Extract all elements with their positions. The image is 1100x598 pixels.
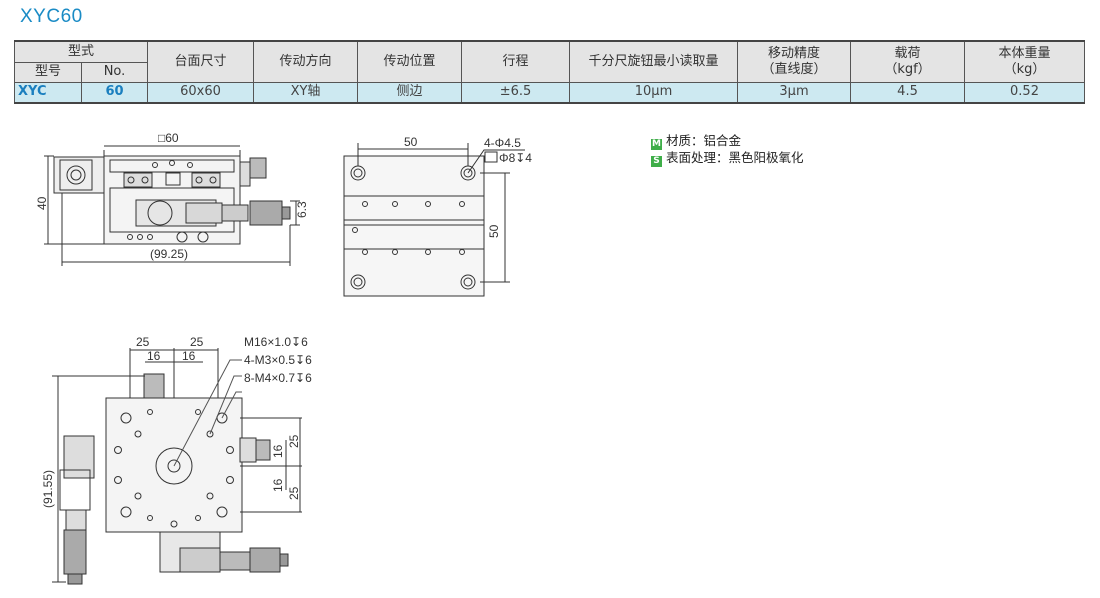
surface-text: 表面处理：黑色阳极氧化 (666, 150, 804, 165)
top-dim-16b: 16 (182, 349, 196, 363)
col-direction-header: 传动方向 (253, 40, 359, 83)
page-title: XYC60 (20, 6, 83, 27)
top-right-25b: 25 (287, 486, 301, 500)
col-weight-header: 本体重量 （kg） (964, 40, 1086, 83)
bottom-view-drawing (343, 143, 525, 297)
cell-stroke: ±6.5 (461, 82, 571, 104)
cell-position: 侧边 (357, 82, 463, 104)
col-size-header: 台面尺寸 (147, 40, 255, 83)
side-offset-dim: 6.3 (295, 201, 309, 218)
side-length-dim: (99.25) (150, 247, 188, 261)
weight-header-line2: （kg） (1003, 62, 1046, 77)
load-header-line1: 载荷 (894, 45, 921, 61)
side-top-dim: □60 (158, 131, 179, 145)
precision-header-line2: （直线度） (761, 62, 827, 77)
no-header: No. (80, 62, 149, 83)
col-load-header: 载荷 （kgf） (850, 40, 966, 83)
spec-table: 型式 台面尺寸 传动方向 传动位置 行程 千分尺旋钮最小读取量 移动精度 （直线… (13, 40, 1086, 104)
cell-precision: 3μm (737, 82, 852, 104)
surface-line: S 表面处理：黑色阳极氧化 (651, 150, 804, 167)
top-overall-dim: (91.55) (41, 470, 55, 508)
side-view-drawing (44, 145, 300, 266)
table-row: XYC 60 60x60 XY轴 侧边 ±6.5 10μm 3μm 4.5 0.… (14, 82, 1086, 104)
cell-weight: 0.52 (964, 82, 1086, 104)
precision-header-line1: 移动精度 (768, 45, 821, 61)
top-right-25a: 25 (287, 434, 301, 448)
cell-size: 60x60 (147, 82, 255, 104)
cell-model: XYC (14, 82, 82, 104)
top-right-16a: 16 (271, 444, 285, 458)
callout-m3: 4-M3×0.5↧6 (244, 353, 312, 367)
type-header: 型式 (13, 40, 149, 63)
bottom-width-dim: 50 (404, 135, 418, 149)
load-header-line2: （kgf） (884, 62, 931, 77)
bottom-height-dim: 50 (487, 224, 501, 238)
bottom-cbore-dim: Φ8↧4 (499, 151, 532, 165)
model-header: 型号 (14, 62, 82, 83)
col-position-header: 传动位置 (357, 40, 463, 83)
weight-header-line1: 本体重量 (998, 45, 1051, 61)
side-height-dim: 40 (35, 196, 49, 210)
top-dim-25a: 25 (136, 335, 150, 349)
col-precision-header: 移动精度 （直线度） (737, 40, 852, 83)
col-stroke-header: 行程 (461, 40, 571, 83)
material-notes: M 材质：铝合金 S 表面处理：黑色阳极氧化 (651, 133, 804, 167)
bottom-hole-dim: 4-Φ4.5 (484, 136, 521, 150)
material-text: 材质：铝合金 (666, 133, 742, 148)
cell-load: 4.5 (850, 82, 966, 104)
s-badge-icon: S (651, 156, 662, 167)
col-reading-header: 千分尺旋钮最小读取量 (569, 40, 739, 83)
material-line: M 材质：铝合金 (651, 133, 804, 150)
callout-m4: 8-M4×0.7↧6 (244, 371, 312, 385)
callout-m16: M16×1.0↧6 (244, 335, 308, 349)
top-dim-16a: 16 (147, 349, 161, 363)
cell-no: 60 (80, 82, 149, 104)
top-dim-25b: 25 (190, 335, 204, 349)
top-view-drawing (52, 348, 302, 585)
top-right-16b: 16 (271, 478, 285, 492)
m-badge-icon: M (651, 139, 662, 150)
